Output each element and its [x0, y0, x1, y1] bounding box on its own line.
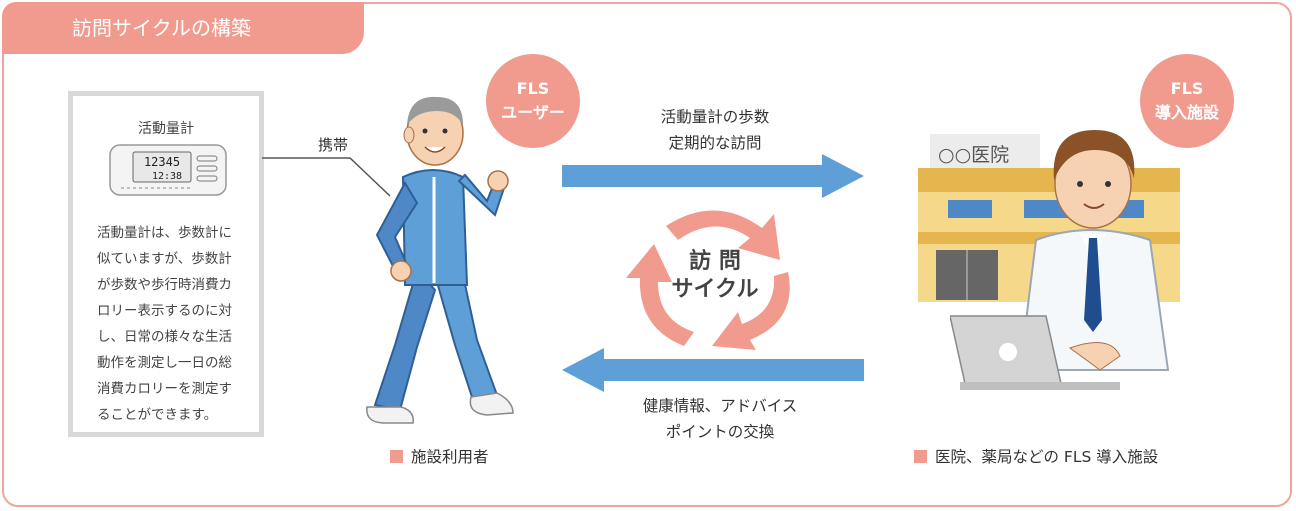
- device-time: 12:38: [152, 171, 182, 182]
- legend-square-icon: [914, 449, 927, 463]
- top-arrow-label-line: 定期的な訪問: [668, 134, 762, 152]
- cycle-label-line: サイクル: [671, 277, 759, 302]
- badge-line: 導入施設: [1154, 103, 1219, 122]
- user-legend: 施設利用者: [390, 445, 489, 467]
- activity-meter-device-icon: 12345 12:38: [109, 144, 227, 196]
- top-arrow-label: 活動量計の歩数 定期的な訪問: [610, 104, 820, 156]
- right-arrow-icon: [562, 154, 864, 198]
- description-line: が歩数や歩行時消費カ: [97, 277, 232, 293]
- description-line: ることができます。: [97, 407, 218, 423]
- device-steps: 12345: [144, 155, 180, 169]
- bottom-arrow-label-line: ポイントの交換: [665, 423, 775, 441]
- legend-square-icon: [390, 449, 403, 463]
- section-title: 訪問サイクルの構築: [2, 2, 364, 54]
- cycle-label: 訪 問 サイクル: [660, 248, 770, 304]
- bottom-arrow-label: 健康情報、アドバイス ポイントの交換: [600, 393, 840, 445]
- clinic-sign: ○○医院: [938, 144, 1010, 166]
- facility-legend-label: 医院、薬局などの FLS 導入施設: [935, 448, 1159, 466]
- description-line: 活動量計は、歩数計に: [97, 225, 232, 241]
- description-line: 消費カロリーを測定す: [97, 381, 232, 397]
- fls-user-badge: FLS ユーザー: [486, 54, 580, 148]
- description-line: 動作を測定し一日の総: [97, 355, 232, 371]
- description-line: し、日常の様々な生活: [97, 329, 232, 345]
- facility-legend: 医院、薬局などの FLS 導入施設: [914, 445, 1158, 467]
- walking-man-illustration: [366, 96, 514, 424]
- cycle-arrows-icon: [626, 210, 790, 350]
- carry-label: 携帯: [318, 136, 349, 154]
- badge-line: FLS: [516, 79, 550, 98]
- cycle-label-line: 訪 問: [689, 249, 741, 274]
- fls-facility-badge: FLS 導入施設: [1140, 54, 1234, 148]
- activity-meter-title: 活動量計: [138, 121, 194, 137]
- carry-connector-line: [262, 157, 391, 197]
- doctor-illustration: [950, 130, 1170, 390]
- top-arrow-label-line: 活動量計の歩数: [660, 108, 770, 126]
- activity-meter-description: 活動量計は、歩数計に 似ていますが、歩数計 が歩数や歩行時消費カ ロリー表示する…: [97, 220, 253, 428]
- description-line: 似ていますが、歩数計: [97, 251, 232, 267]
- left-arrow-icon: [562, 348, 864, 392]
- badge-line: FLS: [1170, 79, 1204, 98]
- description-line: ロリー表示するのに対: [97, 303, 232, 319]
- user-legend-label: 施設利用者: [411, 448, 489, 466]
- badge-line: ユーザー: [501, 103, 565, 122]
- bottom-arrow-label-line: 健康情報、アドバイス: [642, 397, 798, 415]
- activity-meter-box: 活動量計 12345 12:38 活動量計は、歩数計に 似ていますが、歩数計 が…: [68, 91, 264, 437]
